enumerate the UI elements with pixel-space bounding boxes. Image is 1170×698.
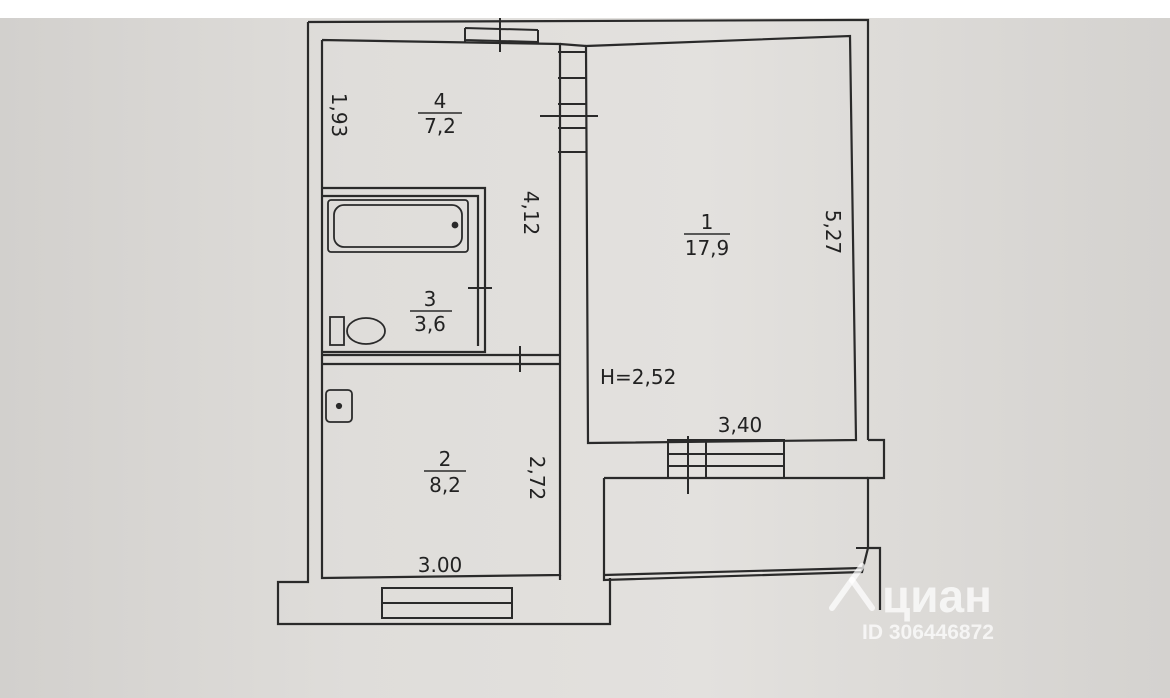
sink — [325, 389, 353, 423]
dim-corridor-side: 4,12 — [519, 191, 543, 236]
room1-walls — [584, 34, 858, 445]
balcony-inner — [602, 478, 870, 582]
dim-room2-side: 2,72 — [525, 456, 549, 501]
room3-area: 3,6 — [414, 312, 446, 336]
window-bottom — [381, 587, 513, 619]
outer-wall-left — [276, 22, 612, 626]
corridor-partition — [322, 353, 560, 366]
toilet — [329, 316, 386, 346]
room4-area: 7,2 — [424, 114, 456, 138]
listing-id-text: ID 306446872 — [862, 621, 994, 644]
balcony-rail — [603, 566, 863, 577]
room4-number: 4 — [434, 89, 447, 113]
dim-room1-width: 3,40 — [718, 413, 763, 437]
bathroom-inner-wall — [322, 194, 480, 346]
window-top — [464, 18, 539, 52]
cian-brand-text: циан — [882, 570, 992, 622]
bathroom-walls — [322, 186, 487, 354]
dim-room4-side: 1,93 — [327, 93, 351, 138]
outer-wall-top-right — [307, 18, 870, 440]
room2-area: 8,2 — [429, 473, 461, 497]
sheet-top-edge — [0, 0, 1170, 18]
wall-link-top — [559, 42, 587, 48]
ceiling-height: H=2,52 — [600, 365, 676, 389]
dim-room2-width: 3.00 — [418, 553, 463, 577]
room1-number: 1 — [701, 210, 714, 234]
bathtub — [327, 199, 469, 253]
dimension-labels: 1,93 4,12 5,27 2,72 3.00 3,40 H=2,52 — [327, 93, 845, 577]
balcony-door — [667, 439, 785, 479]
room3-number: 3 — [424, 287, 437, 311]
cian-logo-icon — [829, 563, 875, 611]
room2-number: 2 — [439, 447, 452, 471]
windows — [381, 18, 878, 619]
room-labels: 4 7,2 3 3,6 1 17,9 2 8,2 — [410, 89, 730, 497]
walls — [276, 18, 886, 626]
window-vertical-bars — [558, 51, 586, 153]
cian-watermark: циан ID 306446872 — [829, 563, 994, 644]
room1-area: 17,9 — [685, 236, 730, 260]
dim-room1-side: 5,27 — [821, 210, 845, 255]
